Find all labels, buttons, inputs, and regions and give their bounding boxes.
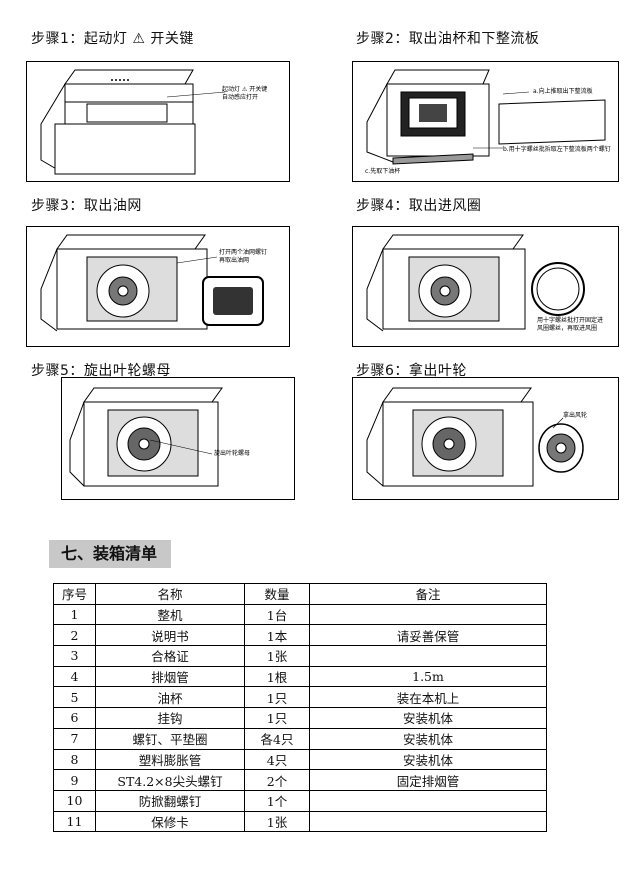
cell-remark: 请妥善保管 (309, 624, 547, 647)
cell-quantity: 1张 (244, 645, 310, 667)
step-2-annotation-3: c.先取下油杯 (365, 168, 401, 175)
cell-quantity: 1台 (244, 603, 310, 626)
step-1-annotation-1: 起动灯 ⚠ 开关键 (222, 86, 268, 93)
section-title: 七、装箱清单 (49, 540, 172, 568)
cell-name: 挂钩 (95, 707, 245, 729)
cell-name: 塑料膨胀管 (95, 748, 245, 771)
cell-quantity: 4只 (244, 748, 310, 771)
cell-index: 9 (53, 769, 96, 791)
cell-index: 5 (53, 686, 96, 709)
cell-index: 8 (53, 748, 96, 771)
cell-quantity: 1本 (244, 624, 310, 647)
impeller-removal-icon (366, 387, 584, 487)
step-1-title: 步骤1：起动灯 ⚠ 开关键 (31, 31, 194, 47)
step-3-illustration: 打开两个油网螺钉 再取出油网 (26, 226, 290, 347)
step-4-annotation-2: 风圈螺丝，再取进风圈 (537, 325, 598, 332)
header-remark: 备注 (309, 583, 547, 605)
cell-remark: 装在本机上 (309, 686, 547, 709)
cell-quantity: 1张 (244, 810, 310, 833)
step-6-illustration: 拿出风轮 (352, 377, 619, 500)
step-6-title: 步骤6：拿出叶轮 (356, 363, 467, 379)
step-2-illustration: a.向上推取出下整流板 b.用十字螺丝批拆取左下整流板两个螺钉 c.先取下油杯 (352, 61, 619, 182)
cell-name: 螺钉、平垫圈 (95, 727, 245, 750)
cell-name: 整机 (95, 603, 245, 626)
cell-index: 4 (53, 665, 96, 688)
cell-name: 防掀翻螺钉 (95, 789, 245, 812)
step-1-illustration: 起动灯 ⚠ 开关键 自动感应打开 (26, 61, 290, 182)
cell-name: 合格证 (95, 645, 245, 667)
header-index: 序号 (53, 583, 96, 605)
cell-remark: 1.5m (309, 665, 547, 688)
step-2-title: 步骤2：取出油杯和下整流板 (356, 31, 540, 47)
cell-index: 11 (53, 810, 96, 833)
cell-quantity: 1个 (244, 789, 310, 812)
step-5-illustration: 旋出叶轮螺母 (61, 377, 295, 500)
air-inlet-ring-removal-icon (366, 234, 585, 332)
cell-quantity: 1只 (244, 707, 310, 729)
impeller-nut-icon (69, 387, 223, 487)
step-4-title: 步骤4：取出进风圈 (356, 198, 482, 214)
cell-quantity: 各4只 (244, 727, 310, 750)
cell-index: 3 (53, 645, 96, 667)
cell-name: ST4.2×8尖头螺钉 (95, 769, 245, 791)
cell-name: 保修卡 (95, 810, 245, 833)
range-hood-front-icon (40, 69, 226, 175)
oil-filter-removal-icon (40, 234, 264, 332)
step-4-illustration: 用十字螺丝批打开固定进 风圈螺丝，再取进风圈 (352, 226, 619, 347)
cell-index: 10 (53, 789, 96, 812)
cell-index: 1 (53, 603, 96, 626)
cell-quantity: 1只 (244, 686, 310, 709)
table-header-row: 序号 名称 数量 备注 (53, 583, 547, 605)
cell-name: 油杯 (95, 686, 245, 709)
header-quantity: 数量 (244, 583, 310, 605)
cell-quantity: 2个 (244, 769, 310, 791)
step-4-annotation-1: 用十字螺丝批打开固定进 (537, 317, 604, 324)
cell-index: 6 (53, 707, 96, 729)
cell-index: 2 (53, 624, 96, 647)
cell-index: 7 (53, 727, 96, 750)
step-5-annotation-1: 旋出叶轮螺母 (214, 450, 251, 457)
cell-remark (309, 603, 547, 626)
step-3-annotation-2: 再取出油网 (219, 257, 250, 264)
oil-cup-removal-icon (366, 69, 606, 165)
header-name: 名称 (95, 583, 245, 605)
cell-remark: 安装机体 (309, 727, 547, 750)
step-6-annotation-1: 拿出风轮 (563, 412, 588, 419)
cell-name: 说明书 (95, 624, 245, 647)
cell-remark (309, 645, 547, 667)
cell-remark (309, 810, 547, 833)
cell-remark: 安装机体 (309, 707, 547, 729)
step-2-annotation-2: b.用十字螺丝批拆取左下整流板两个螺钉 (503, 146, 611, 153)
step-1-annotation-2: 自动感应打开 (222, 94, 259, 101)
cell-quantity: 1根 (244, 665, 310, 688)
step-2-annotation-1: a.向上推取出下整流板 (533, 88, 593, 95)
cell-name: 排烟管 (95, 665, 245, 688)
step-3-title: 步骤3：取出油网 (31, 198, 142, 214)
cell-remark: 固定排烟管 (309, 769, 547, 791)
step-5-title: 步骤5：旋出叶轮螺母 (31, 363, 171, 379)
step-3-annotation-1: 打开两个油网螺钉 (219, 249, 268, 256)
cell-remark: 安装机体 (309, 748, 547, 771)
cell-remark (309, 789, 547, 812)
